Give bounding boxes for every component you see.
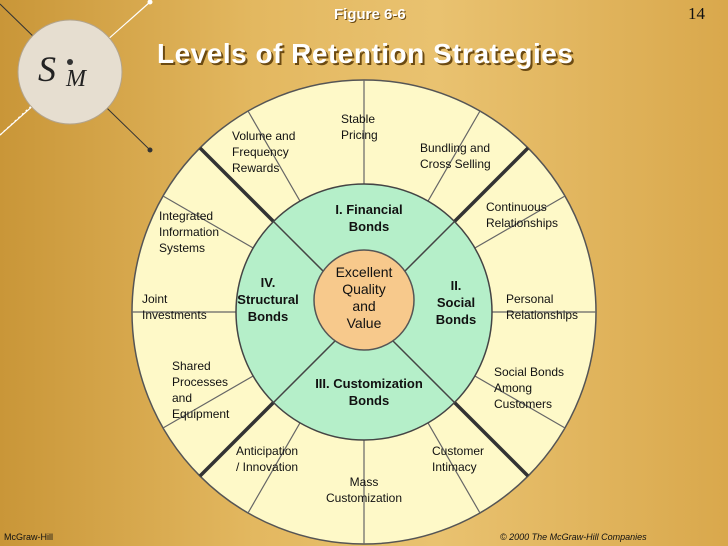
bond-social: II. Social Bonds — [435, 278, 477, 327]
segment-personal: Personal Relationships — [506, 292, 579, 322]
center-circle — [313, 249, 415, 351]
segment-anticipation: Anticipation / Innovation — [236, 444, 299, 474]
figure-label: Figure 6-6 — [334, 6, 406, 23]
page-number: 14 — [688, 4, 705, 23]
bond-structural: IV. Structural Bonds — [237, 275, 299, 324]
bond-financial: I. Financial Bonds — [335, 202, 403, 234]
footer-publisher: McGraw-Hill — [4, 532, 53, 542]
logo-graphic — [0, 0, 153, 153]
segment-mass-customization: Mass Customization — [325, 475, 403, 505]
center-label: Excellent Quality and Value — [335, 264, 393, 331]
segment-intimacy: Customer Intimacy — [432, 444, 485, 474]
segment-shared-processes: Shared Processes and Equipment — [172, 359, 230, 421]
segment-volume-rewards: Volume and Frequency Rewards — [232, 129, 296, 175]
segment-joint-investments: Joint Investments — [142, 292, 207, 322]
bond-customization: III. Customization Bonds — [315, 376, 423, 408]
segment-social-among: Social Bonds Among Customers — [494, 365, 565, 411]
segment-bundling: Bundling and Cross Selling — [420, 141, 491, 171]
segment-continuous: Continuous Relationships — [486, 200, 559, 230]
segment-stable-pricing: Stable Pricing — [341, 112, 378, 142]
logo-letter-s: S — [38, 49, 56, 89]
logo-letter-m: M — [66, 66, 86, 92]
footer-copyright: © 2000 The McGraw-Hill Companies — [500, 532, 647, 542]
page-title: Levels of Retention Strategies — [157, 38, 574, 69]
segment-integrated-info: Integrated Information Systems — [159, 209, 220, 255]
